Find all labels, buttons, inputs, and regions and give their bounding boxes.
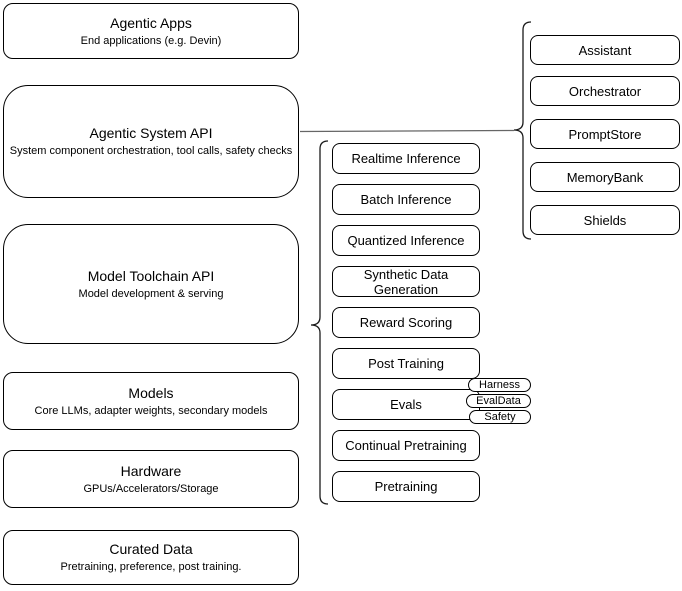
box-shields: Shields: [530, 205, 680, 235]
box-hardware: Hardware GPUs/Accelerators/Storage: [3, 450, 299, 508]
box-label: Quantized Inference: [347, 233, 465, 248]
box-orchestrator: Orchestrator: [530, 76, 680, 106]
oval-label: Safety: [484, 410, 516, 423]
box-quantized-inference: Quantized Inference: [332, 225, 480, 256]
oval-label: Harness: [479, 378, 520, 391]
box-label: MemoryBank: [566, 169, 644, 185]
box-agentic-apps: Agentic Apps End applications (e.g. Devi…: [3, 3, 299, 59]
box-synthetic-data-generation: Synthetic Data Generation: [332, 266, 480, 297]
oval-evaldata: EvalData: [466, 394, 531, 408]
box-label: PromptStore: [568, 126, 642, 142]
box-evals: Evals: [332, 389, 480, 420]
box-label: Shields: [583, 212, 627, 228]
box-subtitle: GPUs/Accelerators/Storage: [83, 482, 219, 495]
oval-safety: Safety: [469, 410, 531, 424]
system-components-bracket: [513, 21, 532, 240]
box-continual-pretraining: Continual Pretraining: [332, 430, 480, 461]
box-label: Continual Pretraining: [345, 438, 467, 453]
box-subtitle: Pretraining, preference, post training.: [60, 561, 242, 573]
toolchain-components-bracket: [310, 140, 329, 505]
box-title: Hardware: [120, 462, 182, 479]
box-memorybank: MemoryBank: [530, 162, 680, 192]
box-pretraining: Pretraining: [332, 471, 480, 502]
box-subtitle: System component orchestration, tool cal…: [9, 145, 293, 157]
box-title: Models: [128, 384, 174, 401]
box-reward-scoring: Reward Scoring: [332, 307, 480, 338]
box-title: Agentic Apps: [110, 14, 192, 31]
box-post-training: Post Training: [332, 348, 480, 379]
box-label: Realtime Inference: [351, 151, 461, 166]
box-label: Post Training: [368, 356, 444, 371]
box-label: Synthetic Data Generation: [363, 266, 449, 297]
box-label: Reward Scoring: [359, 315, 453, 330]
box-assistant: Assistant: [530, 35, 680, 65]
box-label: Evals: [390, 397, 422, 412]
oval-label: EvalData: [476, 394, 521, 407]
box-title: Model Toolchain API: [87, 267, 215, 284]
box-batch-inference: Batch Inference: [332, 184, 480, 215]
box-label: Orchestrator: [568, 83, 642, 99]
box-label: Batch Inference: [360, 192, 452, 207]
box-subtitle: Core LLMs, adapter weights, secondary mo…: [34, 404, 268, 417]
box-agentic-system-api: Agentic System API System component orch…: [3, 85, 299, 198]
box-realtime-inference: Realtime Inference: [332, 143, 480, 174]
oval-harness: Harness: [468, 378, 531, 392]
box-label: Pretraining: [374, 479, 438, 494]
box-subtitle: Model development & serving: [78, 287, 224, 300]
box-subtitle: End applications (e.g. Devin): [80, 34, 222, 47]
box-curated-data: Curated Data Pretraining, preference, po…: [3, 530, 299, 585]
box-title: Agentic System API: [89, 125, 213, 141]
box-title: Curated Data: [109, 541, 193, 557]
box-promptstore: PromptStore: [530, 119, 680, 149]
system-api-connector-line: [299, 129, 515, 133]
box-model-toolchain-api: Model Toolchain API Model development & …: [3, 224, 299, 344]
box-label: Assistant: [578, 42, 632, 58]
box-models: Models Core LLMs, adapter weights, secon…: [3, 372, 299, 430]
